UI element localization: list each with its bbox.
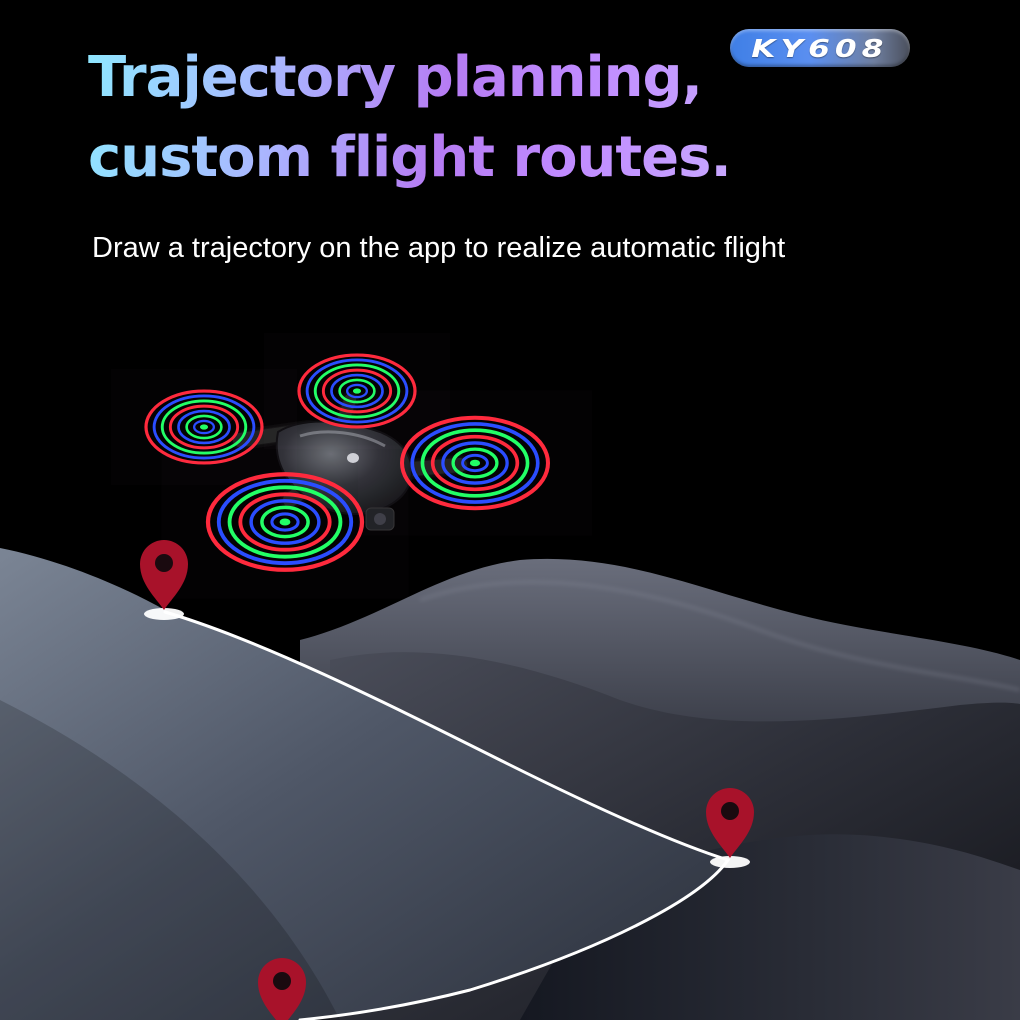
dune-front	[0, 548, 730, 1020]
model-badge-label: KY608	[751, 33, 889, 63]
propeller-top	[299, 355, 415, 427]
flight-route	[163, 610, 731, 1020]
headline-line-1: Trajectory planning,	[88, 45, 702, 110]
subtitle: Draw a trajectory on the app to realize …	[92, 232, 786, 264]
propeller-bottom	[208, 474, 362, 569]
propeller-left	[146, 391, 262, 463]
model-badge: KY608	[730, 29, 910, 67]
headline: Trajectory planning, custom flight route…	[88, 38, 731, 198]
propeller-right	[402, 418, 548, 509]
headline-line-2: custom flight routes.	[88, 125, 731, 190]
